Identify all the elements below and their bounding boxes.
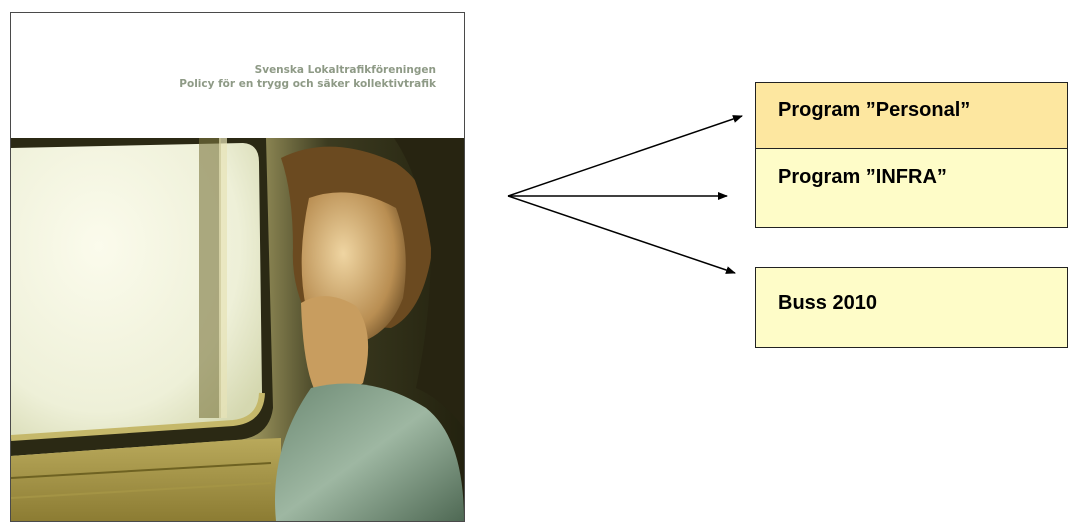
program-infra-label: Program ”INFRA” (778, 166, 947, 188)
arrow-to-buss (507, 195, 736, 274)
cover-organization: Svenska Lokaltrafikföreningen (254, 64, 436, 76)
program-infra-box: Program ”INFRA” (755, 148, 1068, 228)
policy-cover: Svenska Lokaltrafikföreningen Policy för… (10, 12, 465, 522)
cover-subtitle: Policy för en trygg och säker kollektivt… (179, 78, 436, 90)
program-personal-box: Program ”Personal” (755, 82, 1068, 148)
buss-2010-label: Buss 2010 (778, 292, 877, 314)
buss-2010-box: Buss 2010 (755, 267, 1068, 348)
cover-photo-boy-at-train-window (11, 138, 464, 521)
arrow-to-personal (507, 115, 743, 197)
cover-header: Svenska Lokaltrafikföreningen Policy för… (11, 13, 464, 138)
program-personal-label: Program ”Personal” (778, 99, 971, 121)
